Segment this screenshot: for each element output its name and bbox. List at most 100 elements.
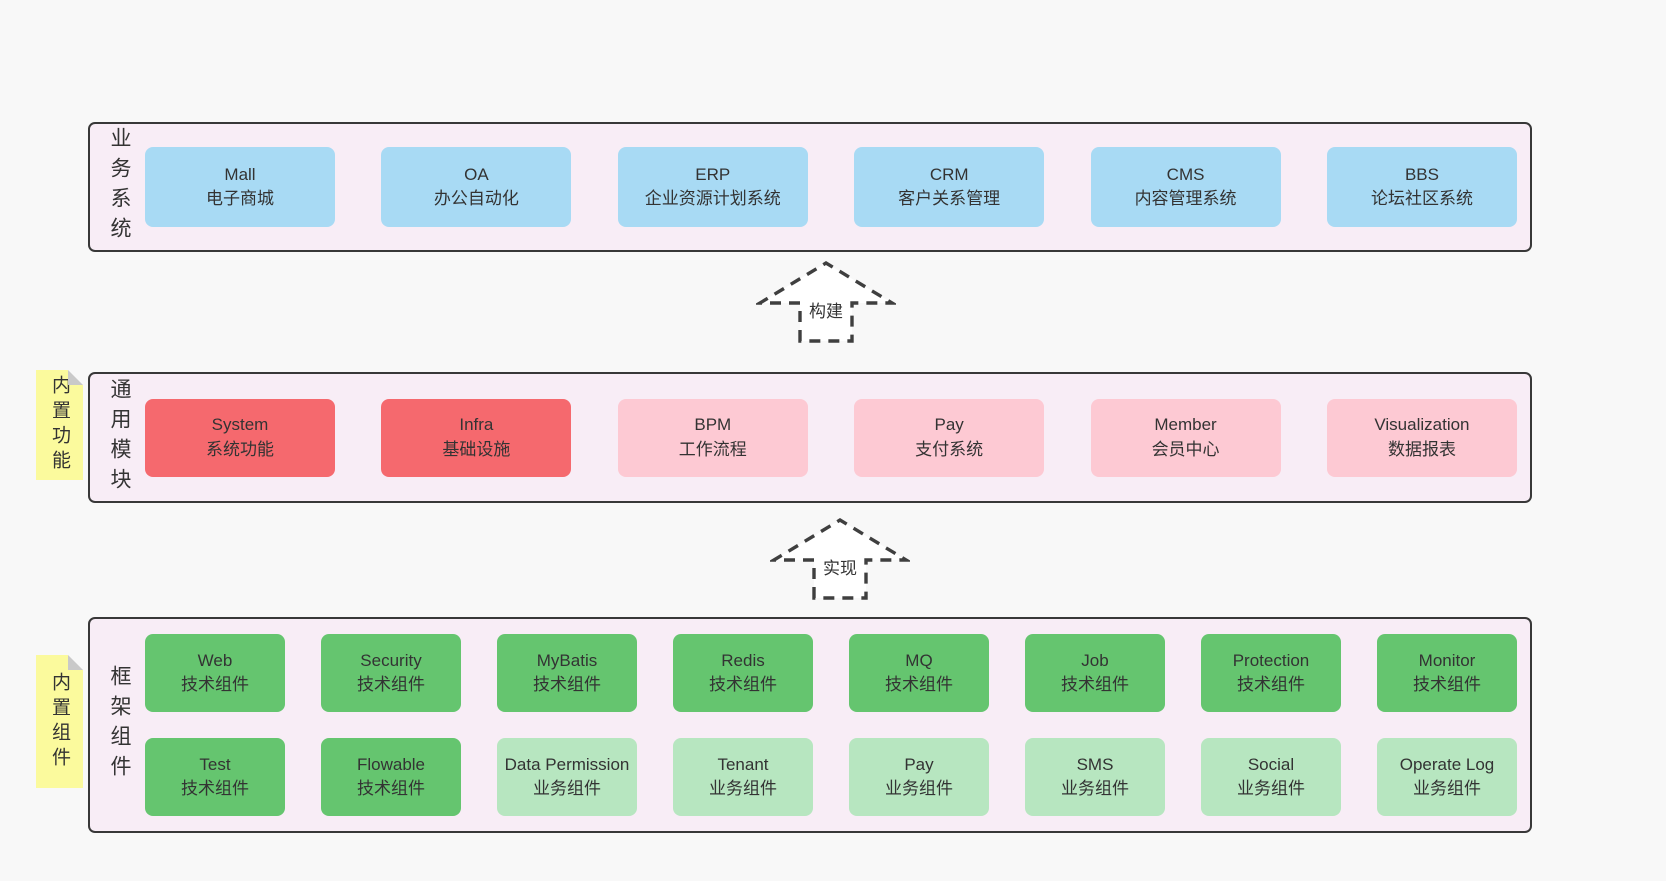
sticky-built-in-components: 内置组件 bbox=[36, 655, 83, 788]
box-subtitle: 技术组件 bbox=[1237, 675, 1305, 694]
box-subtitle: 业务组件 bbox=[709, 779, 777, 798]
box-subtitle: 技术组件 bbox=[357, 779, 425, 798]
implement-arrow-label: 实现 bbox=[820, 554, 860, 579]
build-arrow-label: 构建 bbox=[806, 297, 846, 322]
box-subtitle: 技术组件 bbox=[709, 675, 777, 694]
box-subtitle: 技术组件 bbox=[181, 779, 249, 798]
box-subtitle: 基础设施 bbox=[442, 439, 511, 459]
box-member: Member 会员中心 bbox=[1090, 398, 1281, 477]
box-subtitle: 支付系统 bbox=[915, 439, 984, 459]
build-arrow: 构建 bbox=[756, 257, 896, 345]
layer-modules-side-label: 通用模块 bbox=[108, 377, 131, 498]
box-title: Job bbox=[1081, 650, 1109, 670]
box-subtitle: 系统功能 bbox=[206, 439, 274, 459]
box-pay: Pay 支付系统 bbox=[854, 398, 1045, 477]
box-infra: Infra 基础设施 bbox=[381, 398, 572, 477]
box-pay: Pay 业务组件 bbox=[849, 738, 989, 816]
box-job: Job 技术组件 bbox=[1025, 634, 1165, 712]
box-title: CMS bbox=[1166, 164, 1205, 184]
box-title: Redis bbox=[721, 650, 765, 670]
box-subtitle: 技术组件 bbox=[885, 675, 953, 694]
box-title: Member bbox=[1154, 415, 1217, 435]
box-title: BBS bbox=[1404, 164, 1439, 184]
box-subtitle: 业务组件 bbox=[1413, 779, 1481, 798]
box-subtitle: 业务组件 bbox=[1237, 779, 1305, 798]
box-protection: Protection 技术组件 bbox=[1201, 634, 1341, 712]
box-title: ERP bbox=[695, 164, 731, 184]
box-subtitle: 技术组件 bbox=[1413, 675, 1481, 694]
implement-arrow: 实现 bbox=[770, 514, 910, 602]
box-subtitle: 业务组件 bbox=[1061, 779, 1129, 798]
layer-business-side-label: 业务系统 bbox=[108, 127, 131, 247]
sticky-built-in-components-label: 内置组件 bbox=[49, 671, 70, 772]
box-title: Protection bbox=[1232, 650, 1310, 670]
box-title: Web bbox=[197, 650, 233, 670]
box-bbs: BBS 论坛社区系统 bbox=[1326, 147, 1517, 227]
box-system: System 系统功能 bbox=[145, 398, 335, 477]
box-test: Test 技术组件 bbox=[145, 738, 285, 816]
box-title: Infra bbox=[459, 415, 494, 435]
box-cms: CMS 内容管理系统 bbox=[1090, 147, 1281, 227]
box-title: MyBatis bbox=[536, 650, 598, 670]
box-operate-log: Operate Log 业务组件 bbox=[1377, 738, 1517, 816]
box-subtitle: 数据报表 bbox=[1387, 439, 1456, 459]
box-social: Social 业务组件 bbox=[1201, 738, 1341, 816]
box-title: Operate Log bbox=[1399, 754, 1495, 774]
box-subtitle: 企业资源计划系统 bbox=[644, 189, 781, 208]
box-title: Social bbox=[1247, 754, 1295, 774]
box-title: CRM bbox=[929, 164, 969, 184]
box-subtitle: 技术组件 bbox=[1061, 675, 1129, 694]
box-subtitle: 内容管理系统 bbox=[1134, 189, 1237, 208]
box-web: Web 技术组件 bbox=[145, 634, 285, 712]
box-title: System bbox=[211, 415, 269, 435]
sticky-built-in-features: 内置功能 bbox=[36, 370, 83, 480]
box-title: BPM bbox=[694, 415, 732, 435]
box-title: Pay bbox=[934, 415, 964, 435]
box-title: Visualization bbox=[1374, 415, 1470, 435]
box-title: Tenant bbox=[717, 754, 769, 774]
box-tenant: Tenant 业务组件 bbox=[673, 738, 813, 816]
layer-components-side-label: 框架组件 bbox=[108, 665, 131, 785]
box-title: SMS bbox=[1076, 754, 1114, 774]
sticky-fold-corner-icon bbox=[68, 370, 83, 385]
box-title: OA bbox=[464, 164, 489, 184]
box-sms: SMS 业务组件 bbox=[1025, 738, 1165, 816]
box-subtitle: 技术组件 bbox=[181, 675, 249, 694]
box-title: Monitor bbox=[1418, 650, 1476, 670]
box-flowable: Flowable 技术组件 bbox=[321, 738, 461, 816]
box-data-permission: Data Permission 业务组件 bbox=[497, 738, 637, 816]
box-oa: OA 办公自动化 bbox=[381, 147, 572, 227]
box-subtitle: 技术组件 bbox=[357, 675, 425, 694]
sticky-built-in-features-label: 内置功能 bbox=[49, 375, 70, 475]
box-visualization: Visualization 数据报表 bbox=[1326, 398, 1517, 477]
box-subtitle: 论坛社区系统 bbox=[1370, 189, 1473, 208]
box-title: Flowable bbox=[356, 754, 426, 774]
sticky-fold-corner-icon bbox=[68, 655, 83, 670]
box-erp: ERP 企业资源计划系统 bbox=[617, 147, 808, 227]
box-subtitle: 技术组件 bbox=[533, 675, 601, 694]
box-subtitle: 办公自动化 bbox=[433, 189, 519, 208]
box-title: Test bbox=[199, 754, 231, 774]
box-title: MQ bbox=[905, 650, 933, 670]
box-subtitle: 会员中心 bbox=[1151, 439, 1220, 459]
box-redis: Redis 技术组件 bbox=[673, 634, 813, 712]
box-subtitle: 业务组件 bbox=[885, 779, 953, 798]
box-subtitle: 业务组件 bbox=[533, 779, 601, 798]
box-title: Data Permission bbox=[504, 754, 630, 774]
box-title: Pay bbox=[904, 754, 934, 774]
box-monitor: Monitor 技术组件 bbox=[1377, 634, 1517, 712]
